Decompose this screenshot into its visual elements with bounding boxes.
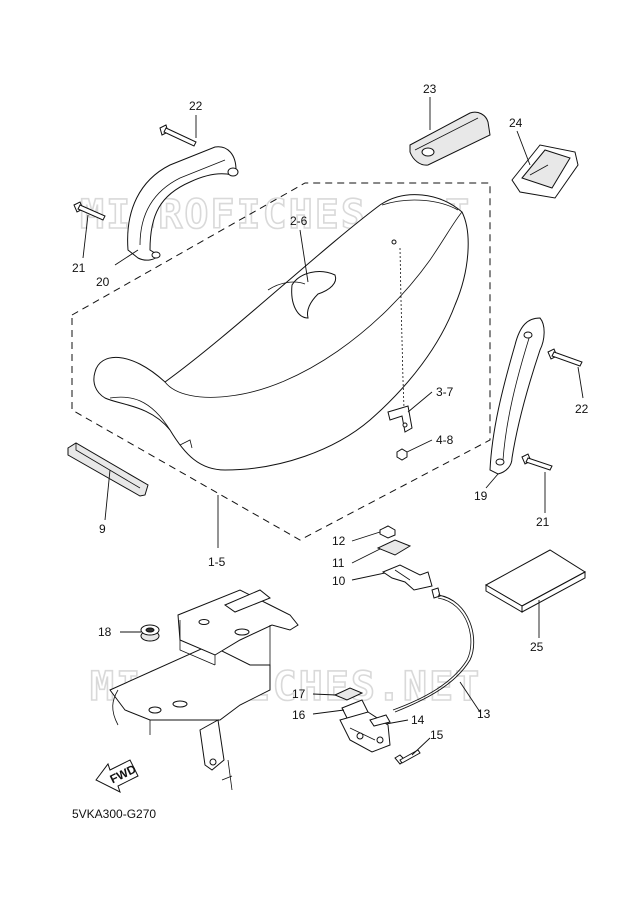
nut-4-8 — [396, 448, 408, 461]
callout-16: 16 — [292, 708, 306, 722]
callout-23: 23 — [423, 82, 437, 96]
cover-24 — [511, 144, 579, 199]
callout-20: 20 — [96, 275, 110, 289]
callout-3-7: 3-7 — [436, 385, 454, 399]
leader-lines — [82, 97, 584, 756]
callout-9: 9 — [99, 522, 106, 536]
callout-15: 15 — [430, 728, 444, 742]
callout-17: 17 — [292, 687, 306, 701]
seat-lock-assembly — [376, 525, 441, 599]
seat-assembly-boundary — [71, 182, 491, 541]
callout-4-8: 4-8 — [436, 433, 454, 447]
fwd-arrow: FWD — [95, 759, 139, 793]
bolt-22-left — [159, 124, 197, 147]
diagram-code: 5VKA300-G270 — [72, 807, 156, 821]
damper-18 — [140, 624, 160, 642]
bracket-3-7 — [387, 405, 413, 433]
callout-1-5: 1-5 — [208, 555, 226, 569]
callout-21-left: 21 — [72, 261, 86, 275]
bolt-21-right — [521, 453, 553, 471]
seat-band — [67, 442, 149, 497]
callout-14: 14 — [411, 713, 425, 727]
seat — [93, 194, 469, 471]
callout-13: 13 — [477, 707, 491, 721]
callout-25: 25 — [530, 640, 544, 654]
grab-bar-right — [489, 317, 545, 475]
rear-frame — [109, 589, 299, 791]
callout-12: 12 — [332, 534, 346, 548]
callout-labels: 22 23 24 21 2-6 20 3-7 22 4-8 9 19 21 1-… — [72, 82, 589, 742]
callout-22-right: 22 — [575, 402, 589, 416]
callout-24: 24 — [509, 116, 523, 130]
callout-11: 11 — [332, 556, 345, 570]
bolt-21-left — [73, 201, 106, 221]
callout-18: 18 — [98, 625, 112, 639]
callout-10: 10 — [332, 574, 346, 588]
callout-22-left: 22 — [189, 99, 203, 113]
owners-manual — [484, 549, 586, 613]
callout-2-6: 2-6 — [290, 214, 308, 228]
latch-assembly — [333, 687, 421, 765]
callout-19: 19 — [474, 489, 488, 503]
latch-cover-17 — [333, 687, 364, 701]
seat-lock-cable — [394, 594, 475, 713]
callout-21-right: 21 — [536, 515, 550, 529]
bolt-22-right — [547, 348, 583, 367]
grab-bar-left — [127, 146, 239, 261]
lock-cable-dotted — [399, 247, 405, 409]
pad-23 — [409, 111, 491, 166]
